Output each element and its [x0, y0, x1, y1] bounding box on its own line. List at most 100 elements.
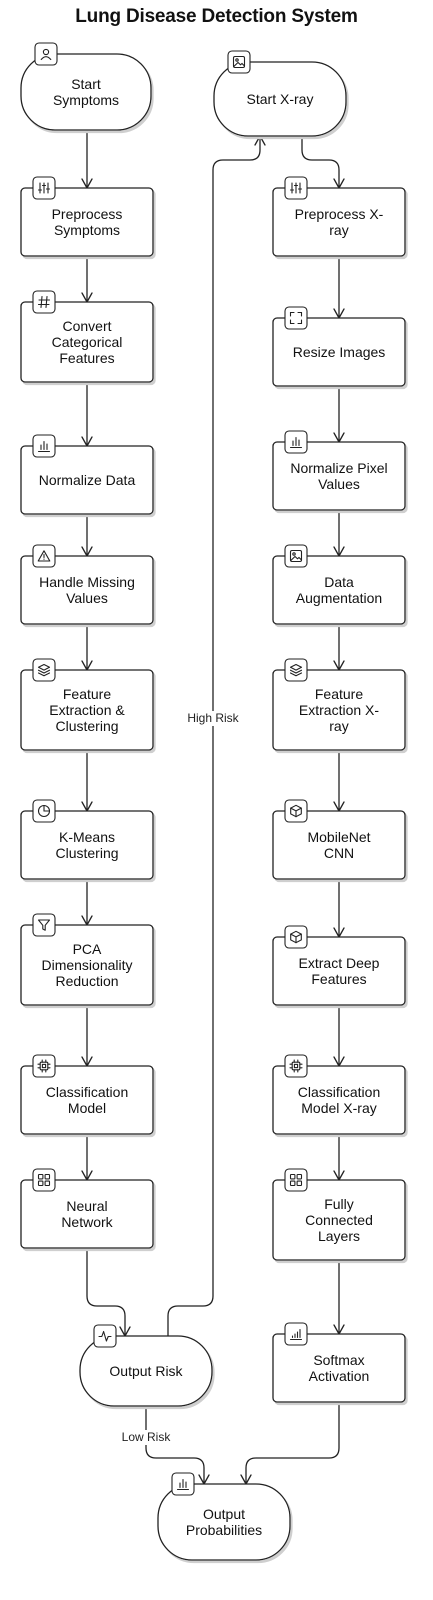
box-icon — [284, 799, 308, 823]
node-label-line: Connected — [305, 1212, 373, 1228]
node-label-line: ray — [329, 718, 348, 734]
node-label-line: Feature — [63, 686, 111, 702]
node-label-line: Softmax — [313, 1352, 364, 1368]
process-box — [272, 187, 406, 257]
node-label-line: Symptoms — [54, 222, 120, 238]
layers-icon-glyph — [37, 663, 51, 677]
node-preprocess-xray[interactable]: Preprocess X-ray — [272, 176, 406, 257]
image-icon — [284, 544, 308, 568]
signal-icon — [284, 1322, 308, 1346]
node-label-line: Preprocess X- — [295, 206, 384, 222]
layers-icon-glyph — [289, 663, 303, 677]
icon-badge — [32, 290, 56, 314]
bar-chart-icon-glyph — [176, 1478, 190, 1491]
box-icon-glyph — [290, 804, 302, 818]
node-label-line: Start — [71, 76, 101, 92]
process-box — [272, 555, 406, 625]
node-label-line: Features — [59, 350, 114, 366]
edge-output-risk-to-start-xray — [167, 135, 266, 1336]
node-label-line: Dimensionality — [41, 957, 132, 973]
hash-icon — [32, 290, 56, 314]
node-label-line: Convert — [62, 318, 111, 334]
bar-chart-icon — [284, 430, 308, 454]
node-start-xray[interactable]: Start X-ray — [213, 50, 347, 137]
node-label-line: Handle Missing — [39, 574, 135, 590]
edge-label: High Risk — [187, 711, 239, 725]
image-icon-glyph — [289, 549, 303, 563]
node-label-line: Probabilities — [186, 1522, 262, 1538]
sliders-icon-glyph — [37, 182, 51, 194]
warning-icon — [32, 544, 56, 568]
pie-chart-icon-glyph — [37, 804, 51, 818]
grid-icon — [32, 1168, 56, 1192]
process-box — [272, 1065, 406, 1135]
node-label-line: Start X-ray — [247, 91, 314, 107]
cpu-icon-glyph — [37, 1059, 51, 1073]
process-box — [20, 810, 154, 880]
node-normalize-data[interactable]: Normalize Data — [20, 434, 154, 515]
node-label-line: Values — [318, 476, 360, 492]
node-label-line: Resize Images — [293, 344, 386, 360]
process-box — [20, 555, 154, 625]
node-label-line: Reduction — [55, 973, 118, 989]
filter-icon — [32, 913, 56, 937]
node-label-line: Data — [324, 574, 354, 590]
process-box — [272, 1179, 406, 1261]
node-label-line: Model — [68, 1100, 106, 1116]
user-icon — [34, 42, 58, 66]
hash-icon-glyph — [37, 295, 51, 309]
icon-badge — [227, 50, 251, 74]
bar-chart-icon-glyph — [289, 436, 303, 449]
process-box — [20, 1179, 154, 1249]
node-label-line: K-Means — [59, 829, 115, 845]
grid-icon-glyph — [289, 1173, 303, 1187]
node-resize-images[interactable]: Resize Images — [272, 306, 406, 387]
node-label-line: Classification — [46, 1084, 128, 1100]
node-label-line: Model X-ray — [301, 1100, 376, 1116]
edge-label-background — [181, 711, 245, 726]
node-label-line: PCA — [73, 941, 102, 957]
maximize-icon — [284, 306, 308, 330]
node-label-line: Categorical — [52, 334, 123, 350]
node-output-risk[interactable]: Output Risk — [79, 1324, 213, 1407]
node-label-line: Activation — [309, 1368, 370, 1384]
node-label-line: Layers — [318, 1228, 360, 1244]
node-label-line: Symptoms — [53, 92, 119, 108]
process-box — [20, 669, 154, 751]
node-label-line: Feature — [315, 686, 363, 702]
process-box — [20, 1065, 154, 1135]
bar-chart-icon — [32, 434, 56, 458]
node-label-line: Clustering — [55, 845, 118, 861]
icon-badge — [284, 1322, 308, 1346]
warning-icon-glyph — [37, 550, 51, 562]
icon-badge — [32, 913, 56, 937]
activity-icon-glyph — [98, 1330, 112, 1342]
activity-icon — [93, 1324, 117, 1348]
node-label-line: ray — [329, 222, 348, 238]
node-label-line: Extraction & — [49, 702, 125, 718]
sliders-icon — [32, 176, 56, 200]
node-label-line: Clustering — [55, 718, 118, 734]
node-label-line: CNN — [324, 845, 354, 861]
node-label-line: Neural — [66, 1198, 107, 1214]
process-box — [272, 810, 406, 880]
